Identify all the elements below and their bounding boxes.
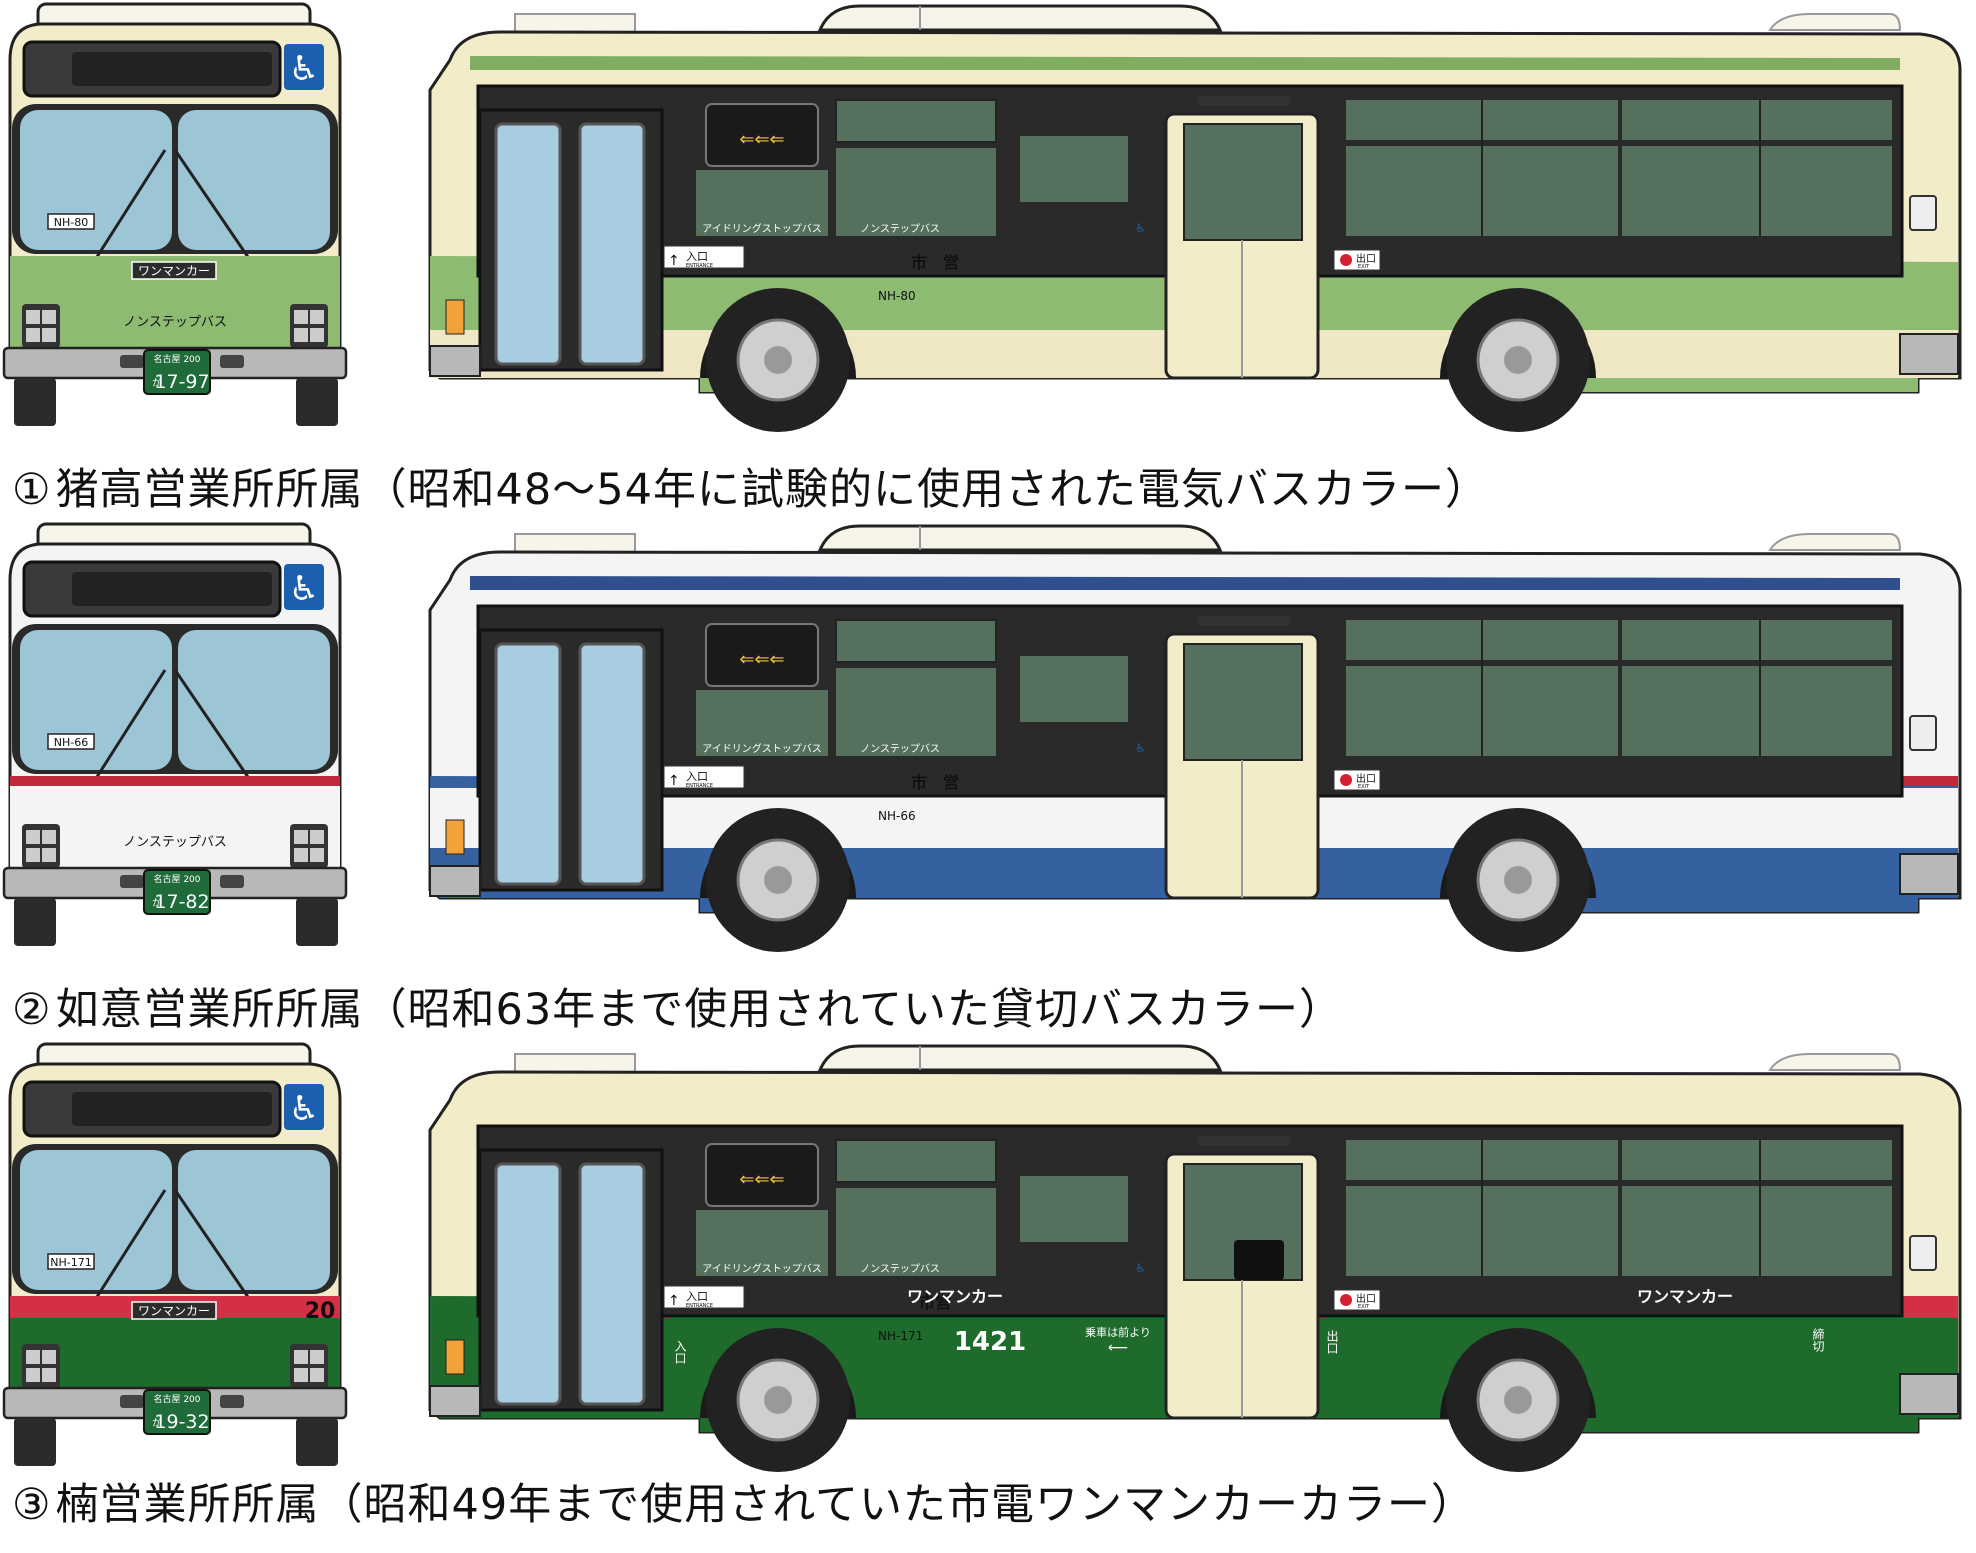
plate-kana: か	[152, 1417, 162, 1429]
idling-stop-label: アイドリングストップバス	[702, 742, 822, 755]
bus-front-view: ♿ NH-80 ワンマンカー ノンステップバス	[2, 2, 348, 426]
front-fleet-number: NH-171	[50, 1256, 91, 1269]
car-number: 1421	[954, 1327, 1026, 1357]
front-fleet-number: NH-66	[54, 736, 88, 749]
exit-sign-en: EXIT	[1358, 264, 1370, 270]
bus-row-2: ♿ NH-66 ノンステップバス	[0, 520, 1976, 1035]
svg-text:↑: ↑	[668, 253, 680, 269]
bus-caption: ③楠営業所所属（昭和49年まで使用されていた市電ワンマンカーカラー）	[12, 1480, 1475, 1530]
front-nonstep-label: ノンステップバス	[123, 835, 227, 850]
nonstep-side-label: ノンステップバス	[860, 1263, 940, 1275]
exit-sign: 出口	[1356, 252, 1376, 265]
bus-caption: ①猪高営業所所属（昭和48～54年に試験的に使用された電気バスカラー）	[12, 465, 1489, 515]
plate-kana: か	[152, 897, 162, 909]
svg-text:⟵: ⟵	[1108, 1340, 1128, 1356]
plate-region: 名古屋 200	[153, 353, 200, 365]
svg-text:♿: ♿	[289, 49, 319, 89]
svg-text:♿: ♿	[1135, 741, 1146, 755]
idling-stop-label: アイドリングストップバス	[702, 1262, 822, 1275]
exit-sign: 出口	[1356, 772, 1376, 785]
idling-stop-label: アイドリングストップバス	[702, 222, 822, 235]
svg-text:♿: ♿	[289, 569, 319, 609]
bus-front-view: ♿ NH-66 ノンステップバス	[2, 522, 348, 946]
bus-side-view: ⇐⇐⇐ アイドリングストップバス ノンステップバス ♿ 入	[428, 524, 1962, 952]
svg-text:♿: ♿	[289, 1089, 319, 1129]
side-city-mark: 市 営	[911, 253, 959, 272]
entrance-sign-en: ENTRANCE	[686, 263, 713, 269]
entrance-sign-en: ENTRANCE	[686, 1303, 713, 1309]
front-oneman-label: ワンマンカー	[138, 1304, 210, 1318]
plate-number: 19-32	[154, 1411, 209, 1433]
entrance-sign: 入口	[686, 1290, 708, 1303]
plate-kana: か	[152, 377, 162, 389]
entrance-sign: 入口	[686, 770, 708, 783]
board-note: 乗車は前より	[1085, 1325, 1151, 1339]
entrance-sign: 入口	[686, 250, 708, 263]
side-fleet-number: NH-66	[878, 809, 916, 823]
entrance-sign-en: ENTRANCE	[686, 783, 713, 789]
vertical-closed: 締切	[1811, 1327, 1825, 1353]
bus-illustration: ♿ NH-66 ノンステップバス	[2, 522, 1962, 952]
bus-row-1: ♿ NH-80 ワンマンカー ノンステップバス	[0, 0, 1976, 515]
vertical-entrance: 入口	[673, 1340, 687, 1364]
svg-text:♿: ♿	[1135, 1261, 1146, 1275]
nonstep-side-label: ノンステップバス	[860, 743, 940, 755]
nonstep-side-label: ノンステップバス	[860, 223, 940, 235]
bus-illustration: ♿ NH-80 ワンマンカー ノンステップバス	[2, 2, 1962, 432]
svg-text:⇐⇐⇐: ⇐⇐⇐	[739, 129, 784, 150]
side-oneman-label-2: ワンマンカー	[1637, 1287, 1733, 1306]
svg-text:↑: ↑	[668, 773, 680, 789]
bus-side-view: ⇐⇐⇐ アイドリングストップバス ノンステップバス ♿ 入	[428, 4, 1962, 432]
bus-row-3: ♿ NH-171 ワンマンカー	[0, 1040, 1976, 1553]
plate-region: 名古屋 200	[153, 1393, 200, 1405]
side-oneman-label-1: ワンマンカー	[907, 1287, 1003, 1306]
svg-text:♿: ♿	[1135, 221, 1146, 235]
svg-text:⇐⇐⇐: ⇐⇐⇐	[739, 649, 784, 670]
bus-caption: ②如意営業所所属（昭和63年まで使用されていた貸切バスカラー）	[12, 985, 1343, 1035]
front-oneman-label: ワンマンカー	[138, 264, 210, 278]
svg-text:↑: ↑	[668, 1293, 680, 1309]
side-fleet-number: NH-80	[878, 289, 916, 303]
bus-side-view: ⇐⇐⇐ アイドリングストップバス ノンステップバス ♿ 入	[305, 1044, 1962, 1472]
vertical-exit: 出口	[1325, 1330, 1339, 1354]
exit-sign-en: EXIT	[1358, 784, 1370, 790]
plate-number: 17-82	[154, 891, 209, 913]
plate-number: 17-97	[154, 371, 209, 393]
side-fleet-number: NH-171	[878, 1329, 923, 1343]
front-nonstep-label: ノンステップバス	[123, 315, 227, 330]
bus-illustration: ♿ NH-171 ワンマンカー	[2, 1042, 1962, 1472]
route-number: 20	[305, 1299, 336, 1324]
plate-region: 名古屋 200	[153, 873, 200, 885]
side-city-mark: 市 営	[911, 773, 959, 792]
exit-sign-en: EXIT	[1358, 1304, 1370, 1310]
svg-text:⇐⇐⇐: ⇐⇐⇐	[739, 1169, 784, 1190]
front-fleet-number: NH-80	[54, 216, 88, 229]
bus-front-view: ♿ NH-171 ワンマンカー	[2, 1042, 348, 1466]
side-city-mark: 市営	[919, 1293, 951, 1312]
exit-sign: 出口	[1356, 1292, 1376, 1305]
